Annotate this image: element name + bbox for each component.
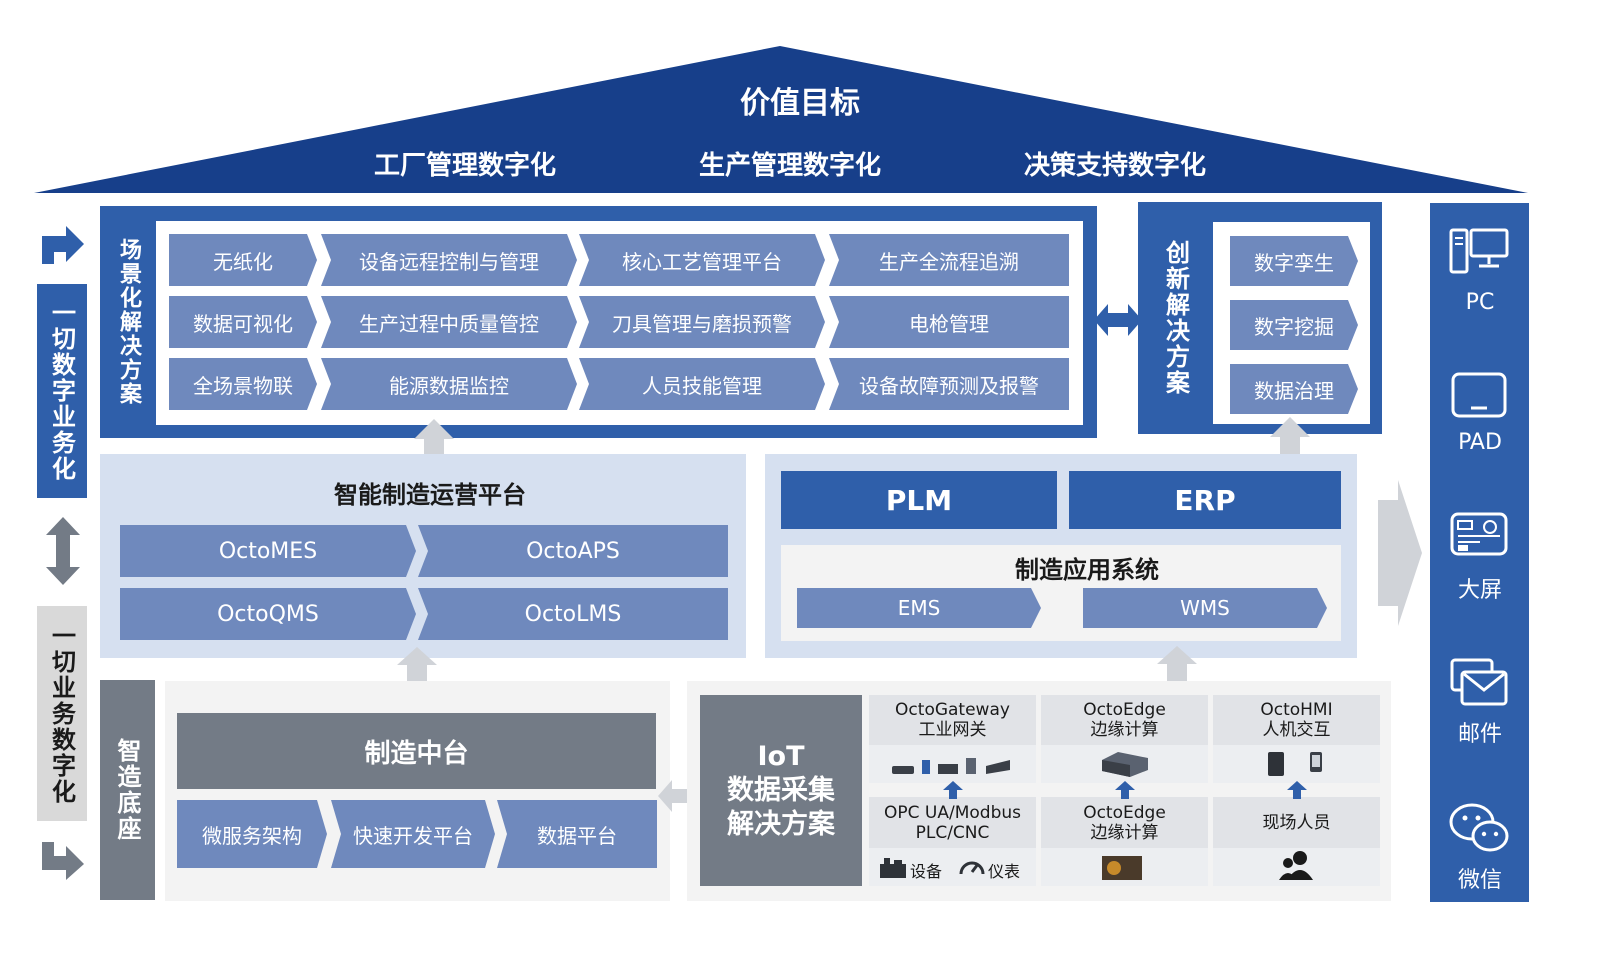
erp-box: ERP [1069,471,1341,529]
wechat-icon [1449,803,1509,852]
up-down-arrow-icon [46,517,80,585]
iot-cell-image-area [1213,745,1380,783]
right-arrow-icon [1378,480,1422,626]
meter-icon [959,861,985,875]
iot-cell-line: 人机交互 [1262,720,1331,740]
device-label-mail: 邮件 [1457,722,1502,747]
iot-cell-heading: OctoEdge 边缘计算 [1041,698,1208,742]
base-label-block: 智造底座 [100,680,155,900]
platform-item-lms: OctoLMS [418,588,728,640]
iot-cell-line: 边缘计算 [1090,720,1159,740]
device-icon [880,858,906,878]
scenario-label: 场景化解决方案 [116,238,141,406]
platform-item-qms: OctoQMS [120,588,416,640]
iot-cell-line: OctoHMI [1260,700,1333,720]
roof-title: 价值目标 [740,86,860,121]
device-label: 设备 [910,862,943,881]
up-arrow-icon [1157,646,1197,682]
mid-platform-title: 制造中台 [177,713,656,789]
scenario-item: 生产全流程追溯 [829,234,1069,286]
up-arrow-icon [397,647,437,683]
gateway-devices-icon [892,758,1010,774]
apps-title: 制造应用系统 [1015,556,1159,584]
scenario-item: 刀具管理与磨损预警 [579,296,825,348]
up-arrow-icon [414,419,454,457]
up-arrow-icon [1270,417,1310,457]
iot-cell-heading: OctoEdge 边缘计算 [1041,801,1208,845]
scenario-item: 无纸化 [169,234,317,286]
scenario-item: 生产过程中质量管控 [321,296,577,348]
mid-item-data-platform: 数据平台 [497,800,657,868]
up-arrow-icon [943,781,963,799]
scenario-item: 设备故障预测及报警 [829,358,1069,410]
roof-shape [34,46,1528,193]
iot-cell-line: OctoEdge [1083,803,1166,823]
iot-cell-heading: OPC UA/Modbus PLC/CNC [869,801,1036,845]
iot-cell-heading: OctoHMI 人机交互 [1213,698,1380,742]
device-label-pad: PAD [1458,430,1502,455]
scenario-item: 数据可视化 [169,296,317,348]
iot-title-block: IoT 数据采集 解决方案 [700,695,862,886]
roof-item-production: 生产管理数字化 [698,151,881,181]
scenario-item: 人员技能管理 [579,358,825,410]
device-label-wechat: 微信 [1457,868,1502,893]
iot-title-line: IoT [757,740,805,772]
platform-item-mes: OctoMES [120,525,416,577]
iot-cell-line: 边缘计算 [1090,823,1159,843]
mail-icon [1450,658,1508,706]
pad-icon [1451,372,1507,418]
up-arrow-icon [1287,781,1307,799]
iot-cell-heading: 现场人员 [1213,801,1380,845]
roof-item-decision: 决策支持数字化 [1023,151,1206,181]
scenario-item: 全场景物联 [169,358,317,410]
iot-title-line: 数据采集 [727,774,835,806]
rail-bottom-label: 一切业务数字化 [47,622,76,805]
meter-label: 仪表 [988,862,1021,881]
scenario-item: 核心工艺管理平台 [579,234,825,286]
pc-icon [1449,228,1509,274]
big-screen-icon [1450,512,1508,556]
innovation-label-block: 创新解决方案 [1140,204,1212,432]
up-arrow-icon [1115,781,1135,799]
innovation-item: 数字孪生 [1230,236,1358,286]
iot-cell-line: PLC/CNC [915,823,990,843]
scenario-label-block: 场景化解决方案 [100,206,156,438]
scenario-item: 电枪管理 [829,296,1069,348]
iot-cell-line: OctoEdge [1083,700,1166,720]
innovation-item: 数字挖掘 [1230,300,1358,350]
iot-cell-heading: OctoGateway 工业网关 [869,698,1036,742]
hmi-devices-icon [1268,752,1322,776]
platform-item-aps: OctoAPS [418,525,728,577]
scenario-item: 能源数据监控 [321,358,577,410]
scenario-item: 设备远程控制与管理 [321,234,577,286]
iot-cell-line: 现场人员 [1262,813,1331,833]
turn-down-right-arrow-icon [42,842,84,880]
roof [34,46,1528,193]
rail-top-label: 一切数字业务化 [47,300,76,482]
smart-platform-title: 智能制造运营平台 [334,481,526,509]
plm-box: PLM [781,471,1057,529]
rail-top-block: 一切数字业务化 [37,284,87,498]
rail-bottom-block: 一切业务数字化 [37,606,87,821]
people-icon [1279,851,1313,880]
device-label-pc: PC [1465,290,1495,315]
iot-cell-line: OPC UA/Modbus [884,803,1021,823]
app-item-ems: EMS [797,588,1041,628]
turn-right-arrow-icon [42,226,84,264]
innovation-label: 创新解决方案 [1161,240,1190,396]
innovation-item: 数据治理 [1230,364,1358,414]
iot-cell-line: 工业网关 [918,720,987,740]
base-label: 智造底座 [113,738,141,842]
edge-box-icon [1102,752,1148,777]
mid-item-rapid-dev: 快速开发平台 [331,800,495,868]
double-arrow-icon [1094,304,1142,336]
iot-title-line: 解决方案 [727,808,835,840]
app-item-wms: WMS [1083,588,1327,628]
roof-item-factory: 工厂管理数字化 [373,151,556,181]
device-label-big-screen: 大屏 [1457,578,1502,603]
iot-cell-line: OctoGateway [895,700,1010,720]
edge-camera-icon [1102,856,1142,880]
mid-item-microservice: 微服务架构 [177,800,327,868]
